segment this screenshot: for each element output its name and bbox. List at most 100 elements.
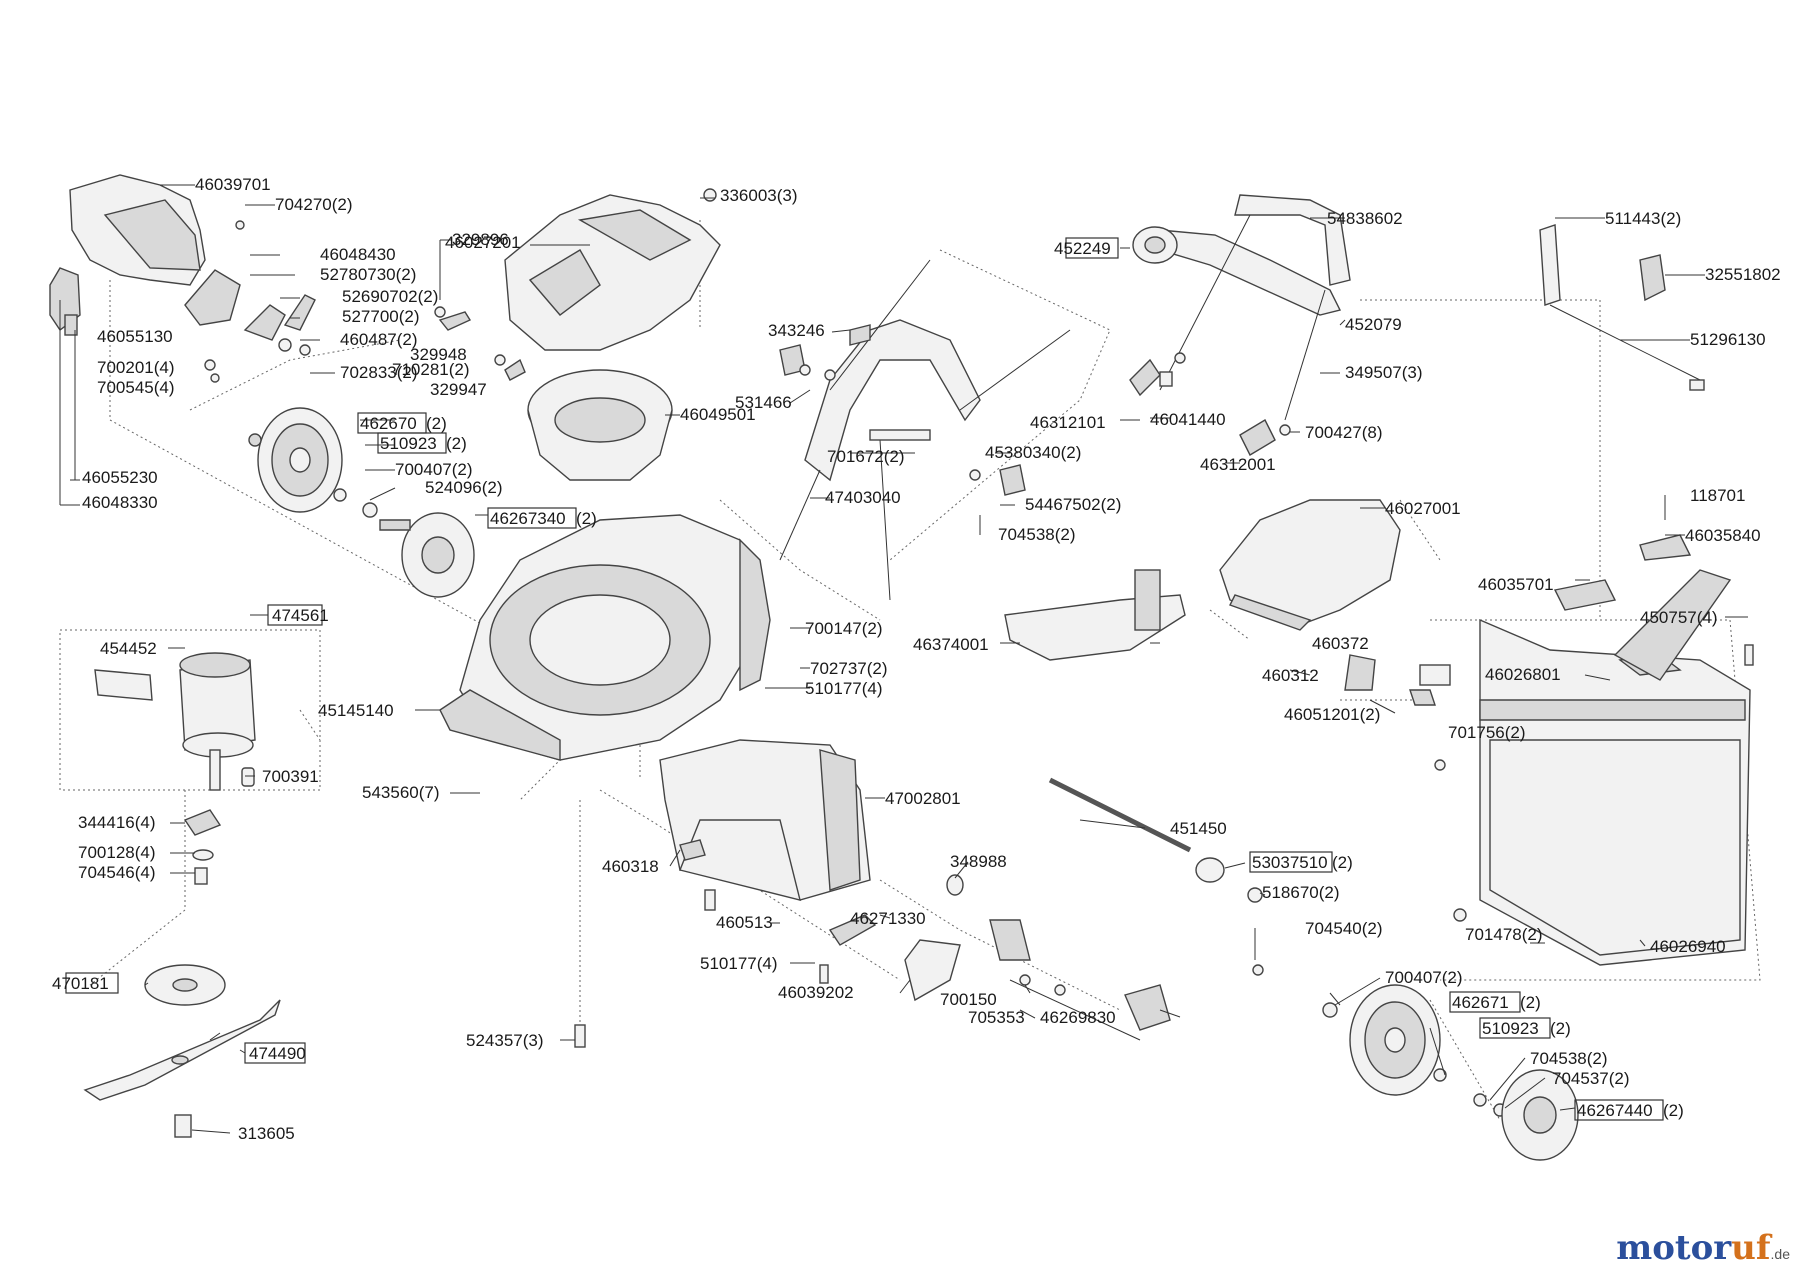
- assembly-guide-lines: [59, 220, 1761, 1121]
- part-label: 51296130: [1690, 330, 1766, 349]
- watermark-brand-main: motor: [1616, 1228, 1732, 1268]
- boxed-label: 452249: [1054, 237, 1119, 259]
- part-label: 54467502(2): [1025, 495, 1121, 514]
- part-label: 704538(2): [998, 525, 1076, 544]
- part-label: 702833(2): [340, 363, 418, 382]
- part-label: 450757(4): [1640, 608, 1718, 627]
- part-label: 46035701: [1478, 575, 1554, 594]
- part-label: 46271330: [850, 909, 926, 928]
- part-label: 543560(7): [362, 783, 440, 802]
- part-label: 46312001: [1200, 455, 1276, 474]
- height-adjuster-plate: [184, 269, 241, 326]
- part-label-qty: (2): [1520, 993, 1541, 1012]
- part-label: 329896: [452, 230, 509, 249]
- part-label: 511443(2): [1605, 209, 1681, 228]
- part-label: 701756(2): [1448, 723, 1526, 742]
- part-label: 52780730(2): [320, 265, 416, 284]
- part-label: 700545(4): [97, 378, 175, 397]
- part-label: 118701: [1690, 486, 1745, 505]
- part-label: 510177(4): [805, 679, 883, 698]
- part-label: 46039202: [778, 983, 854, 1002]
- boxed-label: 510923 (2): [377, 432, 467, 454]
- part-label: 531466: [735, 393, 792, 412]
- part-label: 46041440: [1150, 410, 1226, 429]
- part-label: 701478(2): [1465, 925, 1543, 944]
- bracket-small: [64, 314, 78, 336]
- part-label: 329947: [430, 380, 487, 399]
- part-label: 46035840: [1685, 526, 1761, 545]
- part-label: 46048330: [82, 493, 158, 512]
- part-label: 46026940: [1650, 937, 1726, 956]
- blade-bolt: [174, 1114, 192, 1138]
- part-label: 344416(4): [78, 813, 156, 832]
- part-label: 52690702(2): [342, 287, 438, 306]
- part-label: 704546(4): [78, 863, 156, 882]
- boxed-label: 474561: [267, 604, 329, 626]
- part-label: 710281(2): [392, 360, 470, 379]
- boxed-label: 462670 (2): [357, 412, 447, 434]
- rear-axle: [1048, 777, 1192, 853]
- part-label: 700391: [262, 767, 319, 786]
- part-label: 349507(3): [1345, 363, 1423, 382]
- watermark-domain: .de: [1770, 1246, 1790, 1262]
- part-label: 704538(2): [1530, 1049, 1608, 1068]
- part-label-qty: (2): [446, 434, 467, 453]
- part-label: 460487(2): [340, 330, 418, 349]
- part-label: 46027001: [1385, 499, 1461, 518]
- part-label: 704270(2): [275, 195, 353, 214]
- part-label: 343246: [768, 321, 825, 340]
- part-label: 45145140: [318, 701, 394, 720]
- part-label: 510923: [1482, 1019, 1539, 1038]
- part-label: 47002801: [885, 789, 961, 808]
- level-indicator: [1639, 534, 1692, 561]
- part-label: 474561: [272, 606, 329, 625]
- part-label: 460513: [716, 913, 773, 932]
- boxed-label: 53037510 (2): [1249, 851, 1353, 873]
- boxed-label: 474490: [244, 1042, 306, 1064]
- part-label: 452079: [1345, 315, 1402, 334]
- part-label: 470181: [52, 974, 109, 993]
- part-label: 700201(4): [97, 358, 175, 377]
- boxed-label: 462671 (2): [1449, 991, 1541, 1013]
- part-label-qty: (2): [1663, 1101, 1684, 1120]
- part-label: 46267340: [490, 509, 566, 528]
- part-label: 704537(2): [1552, 1069, 1630, 1088]
- part-label: 46267440: [1577, 1101, 1653, 1120]
- part-label: 46312101: [1030, 413, 1106, 432]
- part-label: 313605: [238, 1124, 295, 1143]
- part-label: 46039701: [195, 175, 271, 194]
- part-label: 524096(2): [425, 478, 503, 497]
- boxed-label: 470181: [52, 972, 119, 994]
- part-label: 46048430: [320, 245, 396, 264]
- part-label: 700150: [940, 990, 997, 1009]
- part-label: 454452: [100, 639, 157, 658]
- part-label-qty: (2): [426, 414, 447, 433]
- part-label: 460312: [1262, 666, 1319, 685]
- part-label: 46055230: [82, 468, 158, 487]
- part-label: 348988: [950, 852, 1007, 871]
- part-label: 54838602: [1327, 209, 1403, 228]
- part-label: 32551802: [1705, 265, 1781, 284]
- part-label: 46027201: [445, 233, 521, 252]
- part-label: 702737(2): [810, 659, 888, 678]
- part-label: 462670: [360, 414, 417, 433]
- part-label: 700147(2): [805, 619, 883, 638]
- cutting-blade: [83, 999, 281, 1101]
- component-drawings: [49, 174, 1754, 1161]
- part-label: 510923: [380, 434, 437, 453]
- watermark-brand-accent: uf: [1731, 1228, 1771, 1268]
- part-label: 701672(2): [827, 447, 905, 466]
- part-label: 336003(3): [720, 186, 798, 205]
- part-label: 452249: [1054, 239, 1111, 258]
- part-label: 700407(2): [395, 460, 473, 479]
- part-label: 474490: [249, 1044, 306, 1063]
- part-label: 53037510: [1252, 853, 1328, 872]
- part-label: 705353: [968, 1008, 1025, 1027]
- part-label-qty: (2): [1332, 853, 1353, 872]
- part-label: 510177(4): [700, 954, 778, 973]
- part-label: 451450: [1170, 819, 1227, 838]
- leader-lines: [59, 184, 1748, 1134]
- safety-flap: [904, 939, 961, 1002]
- part-label: 46051201(2): [1284, 705, 1380, 724]
- switch-lever: [1639, 254, 1666, 302]
